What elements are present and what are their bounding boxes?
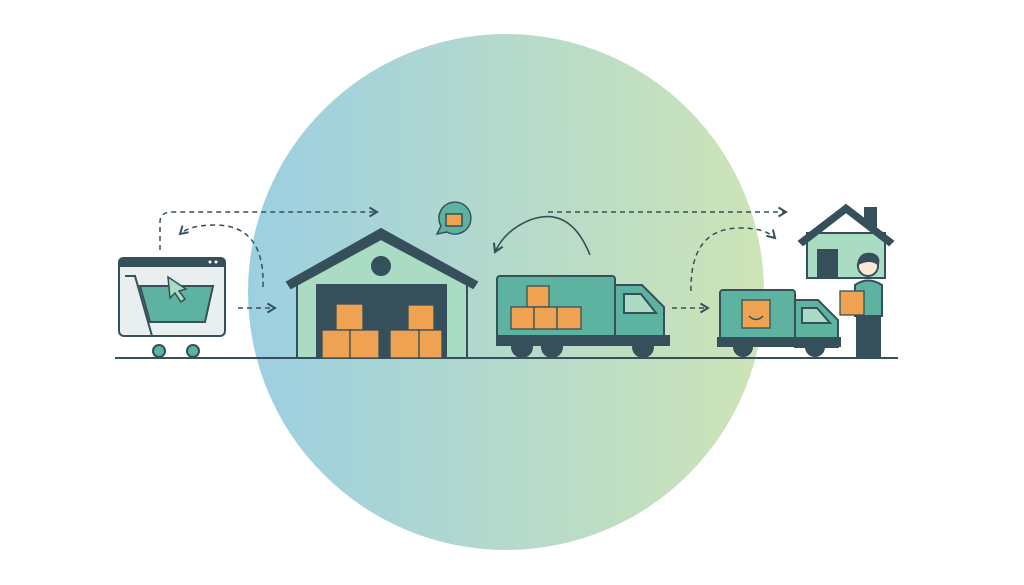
delivery-van (717, 289, 841, 357)
freight-truck (496, 275, 670, 358)
flow-arrows (159, 206, 788, 314)
door (817, 249, 838, 279)
cart-wheel (152, 344, 166, 358)
online-shop-window (118, 257, 226, 358)
smiley-box-icon (741, 299, 771, 329)
arrow-return-to-cart (178, 224, 264, 288)
circular-return-arrow (492, 215, 591, 256)
cart-wheel (186, 344, 200, 358)
cursor-icon (167, 275, 188, 304)
truck-wheel (511, 336, 533, 358)
van-wheel (805, 337, 825, 357)
arrow-van-to-home (690, 227, 777, 292)
truck-wheel (632, 336, 654, 358)
package-icon (839, 290, 865, 316)
notification-bubble (435, 201, 472, 236)
van-wheel (733, 337, 753, 357)
delivery-person (839, 252, 883, 357)
cart-icon (125, 275, 153, 337)
warehouse (285, 227, 479, 359)
arrow-cart-to-warehouse-top (159, 206, 379, 250)
truck-wheel (541, 336, 563, 358)
